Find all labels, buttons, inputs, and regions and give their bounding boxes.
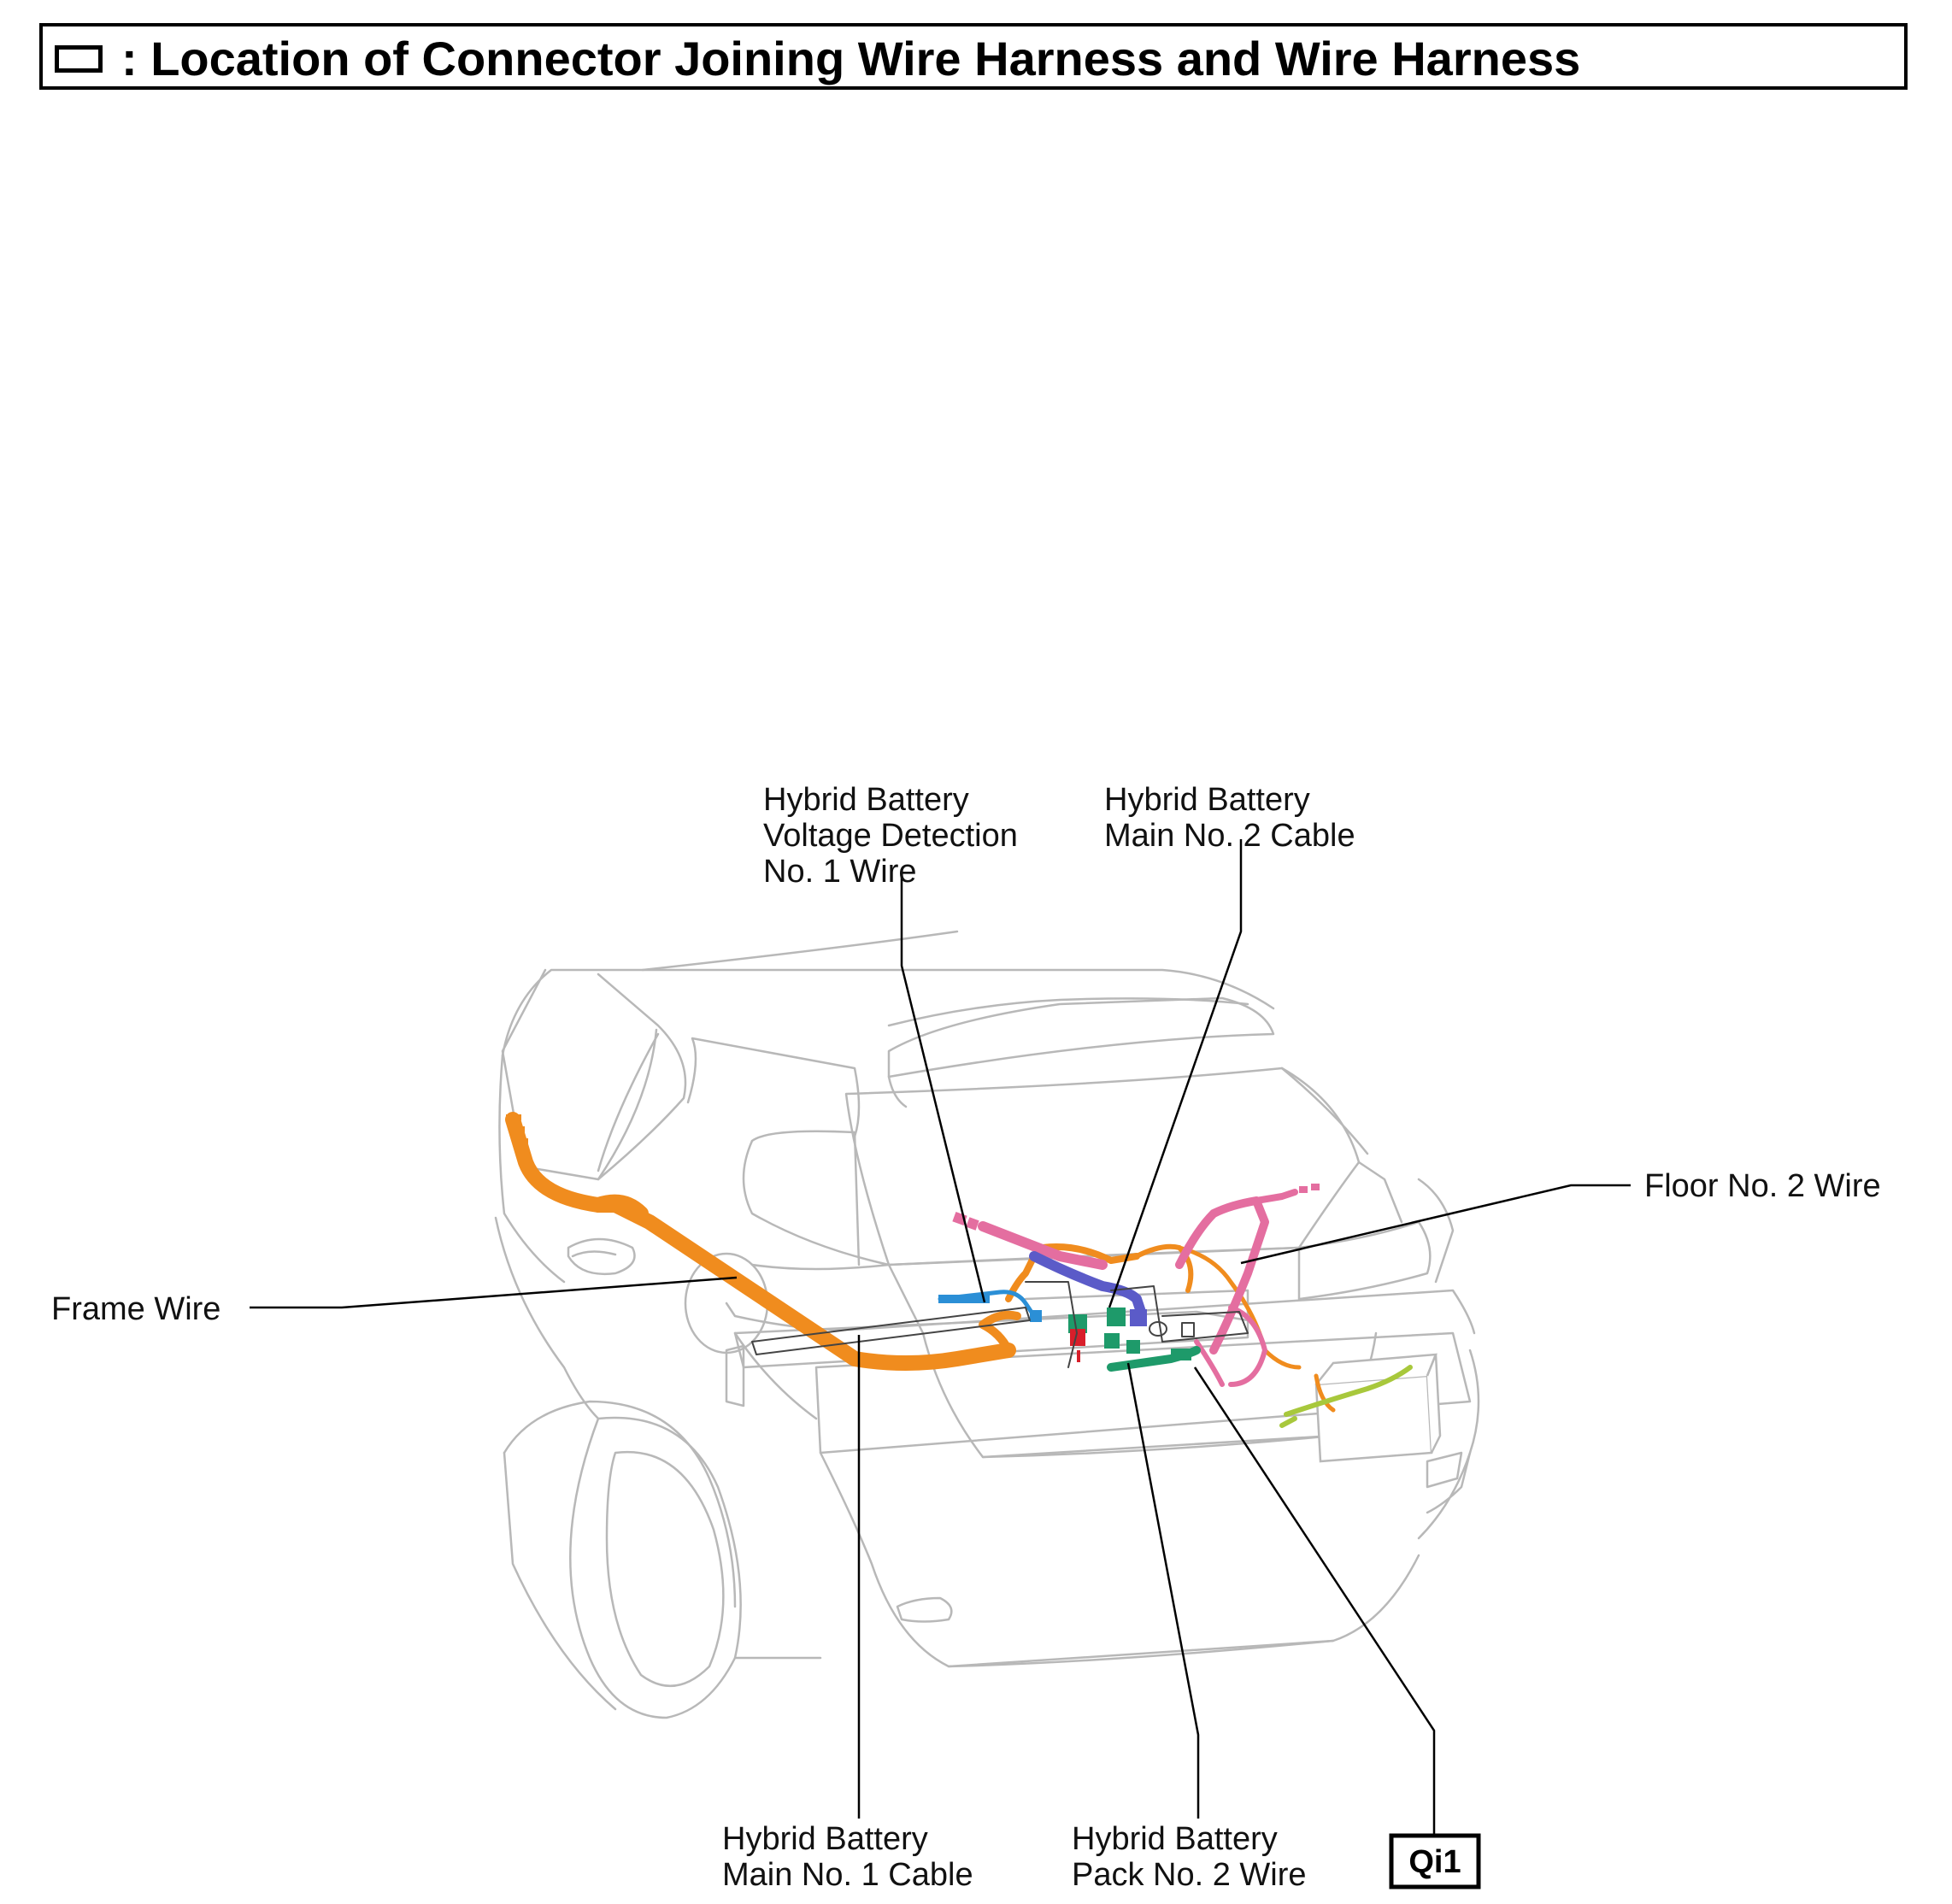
connector-legend-icon xyxy=(55,45,103,73)
leader-floor-no2-wire xyxy=(1240,1184,1631,1265)
car-outline xyxy=(494,930,1480,1719)
leader-voltage-detection xyxy=(900,873,986,1303)
auxiliary-battery xyxy=(1314,1353,1442,1463)
connector-code-qi1: Qi1 xyxy=(1389,1833,1481,1889)
label-main-no1-cable: Hybrid Battery Main No. 1 Cable xyxy=(722,1821,973,1893)
label-main-no2-cable: Hybrid Battery Main No. 2 Cable xyxy=(1104,782,1355,854)
label-frame-wire: Frame Wire xyxy=(51,1291,220,1327)
leader-qi1 xyxy=(1193,1366,1436,1836)
svg-text:Qi1: Qi1 xyxy=(1408,1844,1461,1880)
wire-harnesses xyxy=(505,1112,1413,1428)
leader-main-no2-cable xyxy=(1108,839,1243,1308)
label-voltage-detection: Hybrid Battery Voltage Detection No. 1 W… xyxy=(763,782,1026,890)
label-pack-no2-wire: Hybrid Battery Pack No. 2 Wire xyxy=(1072,1821,1307,1893)
page-title: : Location of Connector Joining Wire Har… xyxy=(121,32,1581,85)
leader-pack-no2-wire xyxy=(1126,1362,1200,1819)
leader-lines xyxy=(250,839,1631,1836)
label-floor-no2-wire: Floor No. 2 Wire xyxy=(1644,1168,1881,1204)
title-box: : Location of Connector Joining Wire Har… xyxy=(39,23,1908,90)
labels: Hybrid Battery Voltage Detection No. 1 W… xyxy=(51,782,1881,1893)
leader-frame-wire xyxy=(250,1276,738,1309)
